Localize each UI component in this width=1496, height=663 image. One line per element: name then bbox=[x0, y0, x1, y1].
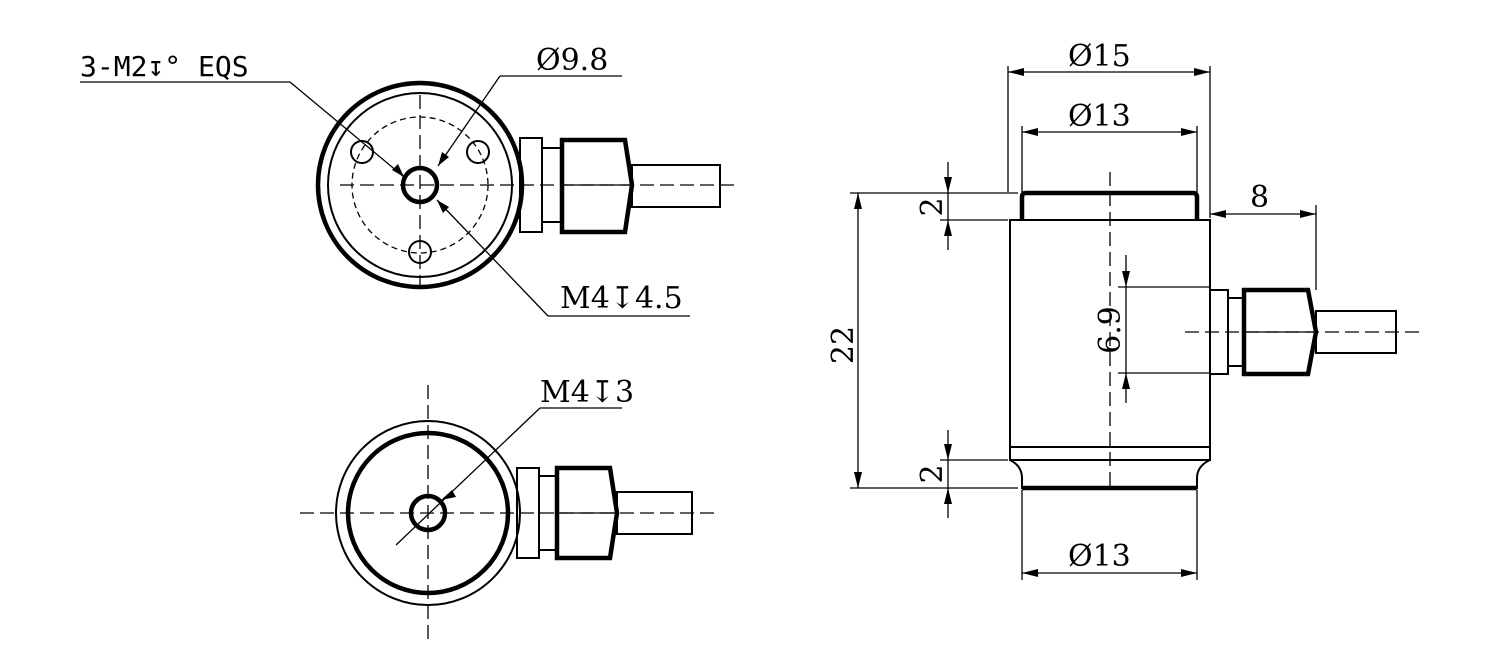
dim-13-top-arrow-right bbox=[1181, 128, 1197, 136]
dim-2-bot-arrow-b bbox=[944, 488, 952, 504]
dim-6-9-arrow-top bbox=[1122, 271, 1130, 287]
holes-leader-arrow bbox=[392, 164, 404, 177]
dim-8-arrow-left bbox=[1210, 210, 1226, 218]
top-view-hole-2 bbox=[466, 140, 490, 164]
dim-2-top-arrow-a bbox=[944, 177, 952, 193]
side-view: Ø15 Ø13 Ø13 22 2 2 bbox=[826, 39, 1420, 580]
dim-15-arrow-left bbox=[1008, 68, 1024, 76]
top-view-gland-nut bbox=[559, 137, 635, 235]
dim-6-9-label: 6.9 bbox=[1093, 306, 1128, 354]
bottom-view: M4↧3 bbox=[300, 375, 715, 640]
bolt-circle-label: Ø9.8 bbox=[536, 43, 608, 78]
bolt-circle-arrow bbox=[438, 152, 449, 166]
bottom-thread-arrow bbox=[441, 490, 456, 500]
dim-2-top-arrow-b bbox=[944, 220, 952, 236]
dim-15-arrow-right bbox=[1194, 68, 1210, 76]
bottom-thread-label: M4↧3 bbox=[540, 375, 634, 410]
top-view: 3-M2↧° EQS Ø9.8 M4↧4.5 bbox=[80, 43, 740, 317]
dim-13-bot-label: Ø13 bbox=[1068, 539, 1131, 574]
bottom-view-gland-nut bbox=[554, 465, 620, 561]
top-thread-leader bbox=[436, 199, 549, 317]
top-view-hole-1 bbox=[350, 140, 374, 164]
top-thread-label: M4↧4.5 bbox=[560, 281, 683, 316]
top-thread-arrow bbox=[437, 200, 449, 213]
bottom-view-cable bbox=[616, 491, 693, 535]
dim-13-top-arrow-left bbox=[1022, 128, 1038, 136]
bolt-circle-leader bbox=[437, 75, 501, 167]
dim-2-top-label: 2 bbox=[915, 197, 950, 216]
dim-8-label: 8 bbox=[1250, 180, 1269, 215]
dim-6-9-arrow-bot bbox=[1122, 373, 1130, 389]
dim-15-label: Ø15 bbox=[1068, 39, 1131, 74]
dim-13-bot-arrow-left bbox=[1022, 569, 1038, 577]
top-view-cable bbox=[631, 164, 721, 208]
dim-2-bot-arrow-a bbox=[944, 444, 952, 460]
dim-2-bot-label: 2 bbox=[915, 464, 950, 483]
bottom-thread-leader bbox=[395, 407, 541, 546]
dim-22-arrow-top bbox=[854, 193, 862, 209]
dim-22-label: 22 bbox=[826, 326, 861, 364]
dim-22-arrow-bot bbox=[854, 472, 862, 488]
dim-13-bot-arrow-right bbox=[1181, 569, 1197, 577]
holes-callout-leader bbox=[289, 81, 405, 178]
dim-13-top-label: Ø13 bbox=[1068, 99, 1131, 134]
dim-8-arrow-right bbox=[1300, 210, 1316, 218]
holes-callout-label: 3-M2↧° EQS bbox=[80, 50, 249, 83]
side-view-gland-nut bbox=[1241, 287, 1319, 377]
